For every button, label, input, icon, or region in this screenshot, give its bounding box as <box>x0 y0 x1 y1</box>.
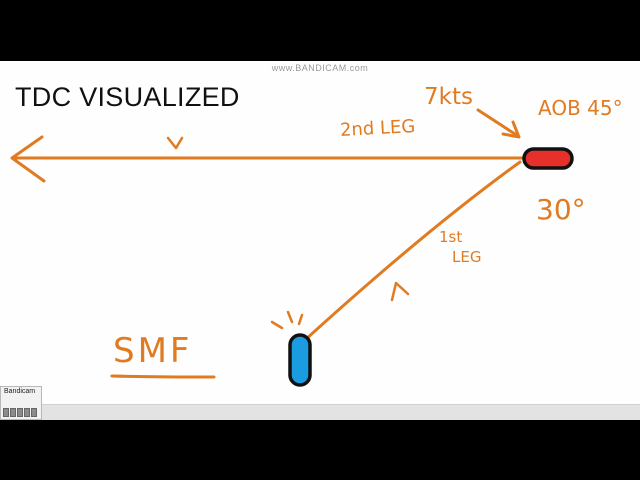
pause-icon[interactable] <box>10 408 16 417</box>
settings-icon[interactable] <box>24 408 30 417</box>
first-leg-line <box>303 160 522 342</box>
second-leg-direction-tick <box>166 136 184 150</box>
screenshot-icon[interactable] <box>17 408 23 417</box>
slide-title: TDC VISUALIZED <box>15 82 240 112</box>
own-ship-label: SMF <box>113 331 193 371</box>
first-leg-direction-arrow <box>390 281 410 302</box>
bandicam-watermark: www.BANDICAM.com <box>271 63 369 73</box>
whiteboard-canvas <box>0 61 640 406</box>
folder-icon[interactable] <box>31 408 37 417</box>
bandicam-widget[interactable]: Bandicam <box>0 386 42 420</box>
second-leg-arrowhead <box>10 135 46 183</box>
aob-label: AOB 45° <box>538 96 623 120</box>
first-leg-label-line2: LEG <box>452 248 482 266</box>
bandicam-title: Bandicam <box>4 388 36 395</box>
own-ship-highlight-ticks <box>270 310 304 330</box>
speed-pointer-arrow <box>476 108 520 138</box>
first-leg-label-line1: 1st <box>439 228 463 246</box>
speed-pointer-arrowhead <box>501 120 521 139</box>
own-ship-marker <box>288 333 312 387</box>
angle-label: 30° <box>536 193 586 226</box>
own-ship-label-underline <box>110 374 216 379</box>
taskbar-strip <box>0 404 640 420</box>
second-leg-line <box>12 155 550 160</box>
record-icon[interactable] <box>3 408 9 417</box>
speed-label: 7kts <box>424 84 473 110</box>
second-leg-label: 2nd LEG <box>339 116 416 141</box>
bandicam-toolbar <box>3 408 41 418</box>
target-ship-marker <box>522 147 574 170</box>
